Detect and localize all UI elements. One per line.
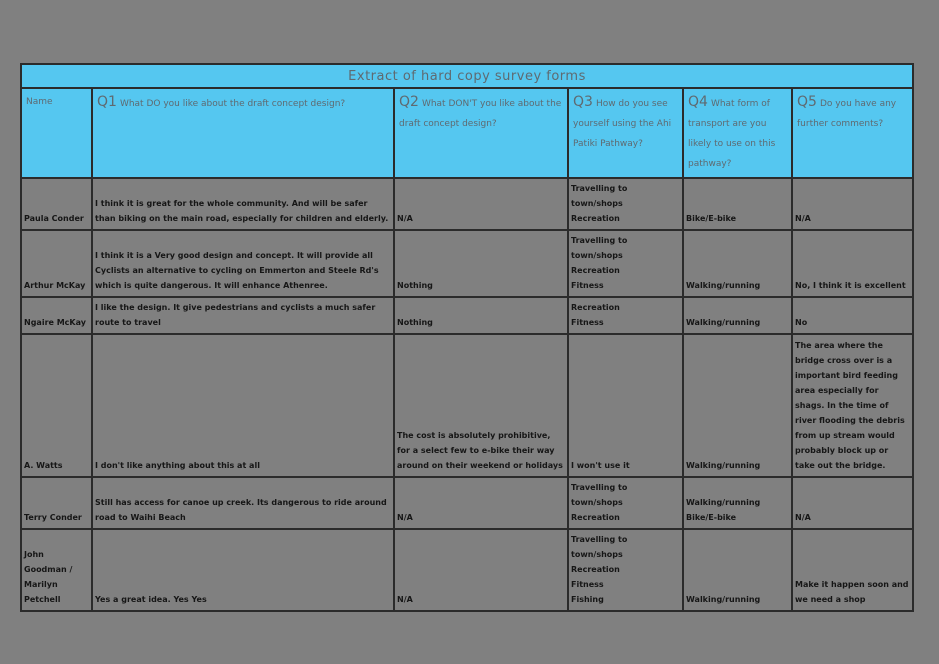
- cell-q5: No: [790, 296, 915, 335]
- cell-q5: N/A: [790, 476, 915, 530]
- cell-q1: Still has access for canoe up creek. Its…: [91, 476, 395, 530]
- cell-name: Paula Conder: [20, 177, 93, 231]
- cell-name: Ngaire McKay: [20, 296, 93, 335]
- table-row: Ngaire McKay I like the design. It give …: [20, 296, 915, 335]
- cell-q1: I think it is great for the whole commun…: [91, 177, 395, 231]
- cell-q3: Travelling to town/shops Recreation: [567, 476, 684, 530]
- cell-q1: I like the design. It give pedestrians a…: [91, 296, 395, 335]
- cell-q3: I won't use it: [567, 333, 684, 478]
- q4-question-text: What form of transport are you likely to…: [688, 99, 776, 169]
- table-title: Extract of hard copy survey forms: [19, 63, 915, 89]
- cell-q3: Travelling to town/shops Recreation: [567, 177, 684, 231]
- title-row: Extract of hard copy survey forms: [19, 63, 915, 89]
- cell-q2: Nothing: [393, 296, 569, 335]
- table-row: Paula Conder I think it is great for the…: [20, 177, 915, 231]
- table-row: Arthur McKay I think it is a Very good d…: [20, 229, 915, 298]
- cell-name: A. Watts: [20, 333, 93, 478]
- cell-q4: Walking/running: [682, 229, 793, 298]
- cell-name: Arthur McKay: [20, 229, 93, 298]
- cell-q1: Yes a great idea. Yes Yes: [91, 528, 395, 612]
- q3-number: Q3: [573, 94, 593, 110]
- q2-number: Q2: [399, 94, 419, 110]
- q5-question-text: Do you have any further comments?: [797, 99, 897, 129]
- cell-q2: N/A: [393, 177, 569, 231]
- table-row: John Goodman / Marilyn Petchell Yes a gr…: [20, 528, 915, 612]
- q1-question-text: What DO you like about the draft concept…: [119, 99, 346, 109]
- q2-question-text: What DON'T you like about the draft conc…: [399, 99, 562, 129]
- q5-number: Q5: [797, 94, 817, 110]
- survey-table: Extract of hard copy survey forms Name Q…: [19, 63, 915, 612]
- cell-q2: The cost is absolutely prohibitive, for …: [393, 333, 569, 478]
- cell-q3: Travelling to town/shops Recreation Fitn…: [567, 229, 684, 298]
- cell-name: John Goodman / Marilyn Petchell: [20, 528, 93, 612]
- cell-q4: Walking/running: [682, 296, 793, 335]
- cell-q4: Walking/running: [682, 528, 793, 612]
- cell-q3: Recreation Fitness: [567, 296, 684, 335]
- cell-q5: N/A: [790, 177, 915, 231]
- cell-q5: Make it happen soon and we need a shop: [790, 528, 915, 612]
- cell-q4: Walking/running Bike/E-bike: [682, 476, 793, 530]
- cell-q4: Walking/running: [682, 333, 793, 478]
- cell-q2: N/A: [393, 476, 569, 530]
- cell-q3: Travelling to town/shops Recreation Fitn…: [567, 528, 684, 612]
- cell-q4: Bike/E-bike: [682, 177, 793, 231]
- column-header-name: Name: [20, 87, 93, 179]
- q1-number: Q1: [97, 94, 117, 110]
- cell-q2: Nothing: [393, 229, 569, 298]
- table-row: Terry Conder Still has access for canoe …: [20, 476, 915, 530]
- q4-number: Q4: [688, 94, 708, 110]
- cell-q1: I don't like anything about this at all: [91, 333, 395, 478]
- cell-q5: The area where the bridge cross over is …: [790, 333, 915, 478]
- cell-q1: I think it is a Very good design and con…: [91, 229, 395, 298]
- q3-question-text: How do you see yourself using the Ahi Pa…: [573, 99, 672, 149]
- cell-name: Terry Conder: [20, 476, 93, 530]
- cell-q5: No, I think it is excellent: [790, 229, 915, 298]
- cell-q2: N/A: [393, 528, 569, 612]
- table-row: A. Watts I don't like anything about thi…: [20, 333, 915, 478]
